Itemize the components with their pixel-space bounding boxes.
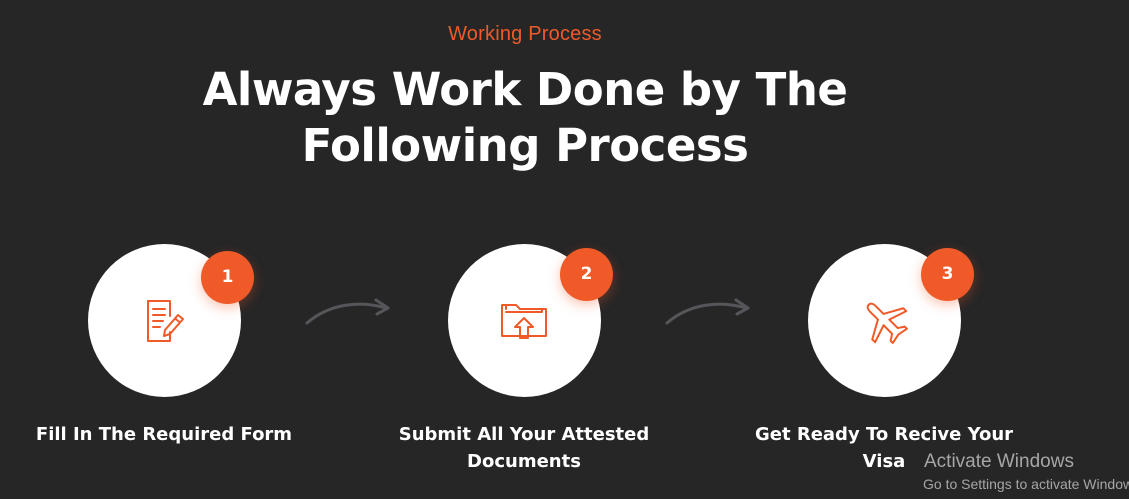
folder-upload-icon [498, 294, 552, 348]
step-2-circle [448, 244, 601, 397]
activate-windows-title: Activate Windows [924, 451, 1074, 472]
section-title: Always Work Done by The Following Proces… [202, 63, 848, 172]
section-eyebrow: Working Process [448, 23, 602, 45]
document-edit-icon [138, 294, 192, 348]
arrow-icon [664, 290, 754, 330]
step-1-label: Fill In The Required Form [35, 424, 293, 445]
activate-windows-subtitle: Go to Settings to activate Windows. [923, 476, 1129, 492]
step-1-badge: 1 [201, 251, 254, 304]
step-2-label: Submit All Your Attested Documents [398, 424, 650, 472]
airplane-icon [858, 294, 912, 348]
step-2-badge: 2 [560, 248, 613, 301]
arrow-icon [304, 290, 394, 330]
step-3-label: Get Ready To Recive Your Visa [754, 424, 1014, 472]
step-3-badge: 3 [921, 248, 974, 301]
